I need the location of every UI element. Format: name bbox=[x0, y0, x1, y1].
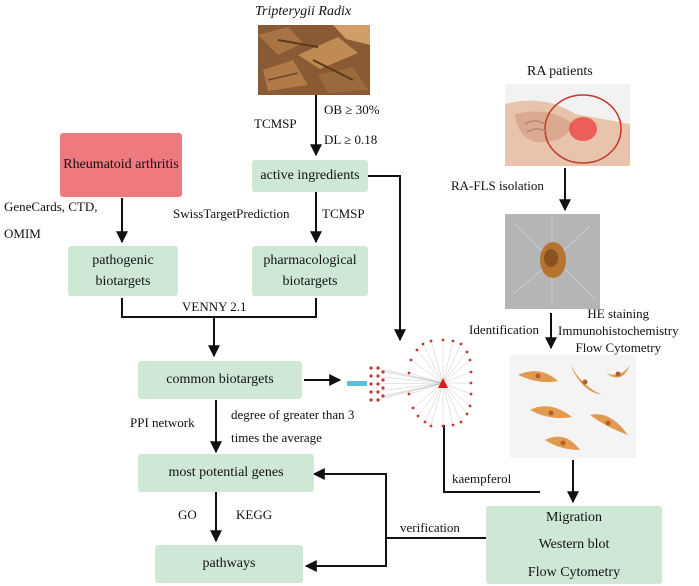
tcmsp-label-2: TCMSP bbox=[322, 206, 365, 221]
pathways-box: pathways bbox=[155, 545, 303, 583]
pathogenic-biotargets-box: pathogenic biotargets bbox=[68, 246, 178, 296]
arrow-verification-to-pathways bbox=[304, 538, 387, 572]
common-biotargets-box: common biotargets bbox=[138, 361, 302, 399]
identification-methods-label: HE staining Immunohistochemistry Flow Cy… bbox=[558, 306, 679, 355]
go-label: GO bbox=[178, 507, 197, 522]
arrow-ingredients-to-network bbox=[368, 175, 406, 342]
ob-criterion: OB ≥ 30% bbox=[324, 102, 380, 117]
herb-photo bbox=[258, 25, 370, 95]
arrow-verification-to-genes bbox=[312, 468, 387, 538]
ppi-network-label: PPI network bbox=[130, 415, 195, 430]
active-ingredients-box: active ingredients bbox=[252, 160, 368, 192]
kaempferol-label: kaempferol bbox=[452, 471, 512, 486]
experiments-box: Migration Western blot Flow Cytometry bbox=[486, 506, 662, 584]
degree-criterion-label: degree of greater than 3 times the avera… bbox=[231, 407, 355, 445]
dl-criterion: DL ≥ 0.18 bbox=[324, 132, 378, 147]
identification-label: Identification bbox=[469, 322, 540, 337]
ra-patients-label: RA patients bbox=[527, 64, 593, 79]
disease-databases-label: GeneCards, CTD, OMIM bbox=[4, 199, 98, 242]
most-potential-genes-box: most potential genes bbox=[138, 454, 314, 492]
network-graph bbox=[343, 338, 473, 428]
verification-label: verification bbox=[400, 520, 460, 535]
venny-label: VENNY 2.1 bbox=[182, 299, 247, 314]
ra-patient-photo bbox=[505, 84, 630, 166]
rheumatoid-arthritis-box: Rheumatoid arthritis bbox=[60, 133, 182, 197]
venny-bracket bbox=[121, 298, 317, 318]
tcmsp-label: TCMSP bbox=[254, 116, 297, 131]
pharmacological-biotargets-box: pharmacological biotargets bbox=[252, 246, 368, 296]
stained-cells-photo bbox=[510, 355, 636, 458]
herb-title: Tripterygii Radix bbox=[255, 4, 352, 19]
rafls-isolation-label: RA-FLS isolation bbox=[451, 178, 544, 193]
target-prediction-label: SwissTargetPrediction bbox=[173, 206, 290, 221]
arrow-network-to-experiments bbox=[443, 425, 540, 493]
fls-microscope-photo bbox=[505, 214, 600, 309]
kegg-label: KEGG bbox=[236, 507, 273, 522]
